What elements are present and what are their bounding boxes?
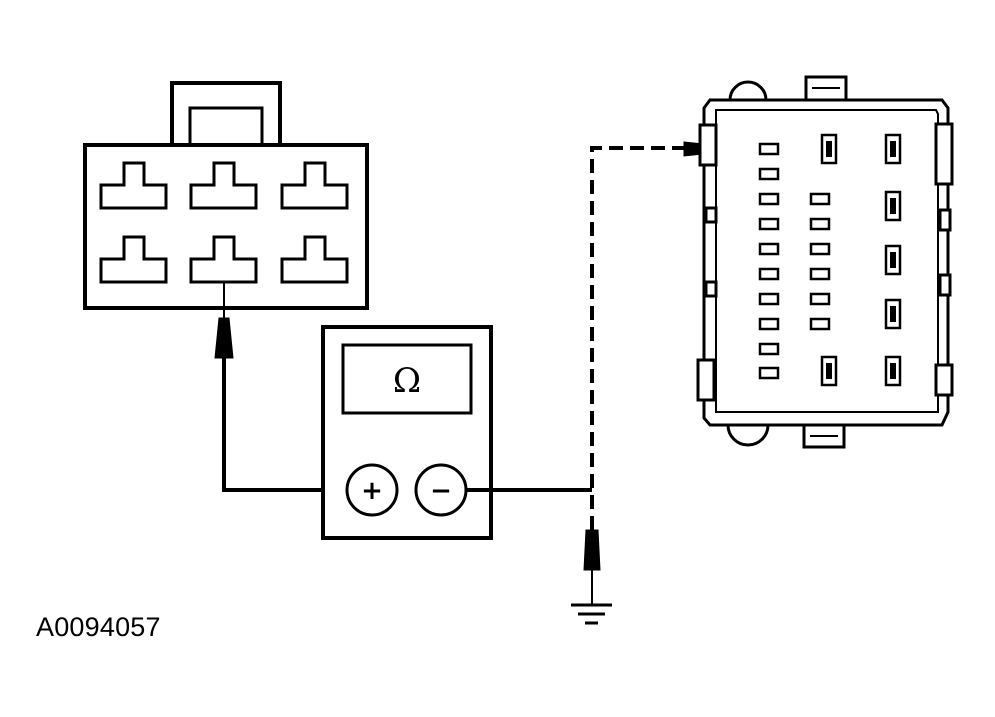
left-clip-bottom bbox=[696, 358, 716, 402]
multimeter: Ω + − bbox=[321, 325, 493, 540]
terminal-5 bbox=[189, 235, 258, 284]
negative-jack-label: − bbox=[430, 476, 452, 506]
positive-lead bbox=[214, 282, 347, 492]
right-clip-top bbox=[934, 122, 954, 186]
connector-terminals bbox=[99, 161, 349, 284]
positive-probe bbox=[214, 317, 234, 359]
terminal-1 bbox=[99, 161, 168, 210]
terminal-4 bbox=[99, 235, 168, 284]
module-pins-column-1 bbox=[758, 142, 780, 380]
positive-jack-label: + bbox=[361, 476, 383, 506]
negative-lead bbox=[466, 141, 760, 604]
top-ear-round bbox=[728, 80, 768, 102]
meter-display bbox=[341, 343, 473, 415]
terminal-6 bbox=[280, 235, 349, 284]
right-clip-bottom bbox=[934, 363, 954, 397]
connector-latch-slot bbox=[188, 106, 264, 147]
module-pins-column-3 bbox=[884, 133, 902, 387]
figure-id: A0094057 bbox=[36, 612, 161, 642]
left-clip-top bbox=[698, 123, 718, 167]
terminal-3 bbox=[280, 161, 349, 210]
ohm-symbol: Ω bbox=[393, 361, 421, 401]
terminal-2 bbox=[189, 161, 258, 210]
ground-symbol bbox=[571, 603, 612, 625]
positive-jack bbox=[345, 463, 399, 517]
ground-probe bbox=[583, 529, 601, 571]
dashed-lead-to-module bbox=[590, 146, 688, 530]
module-connector bbox=[696, 75, 954, 449]
module-pins-column-2 bbox=[809, 133, 838, 387]
bottom-ear-round bbox=[726, 423, 770, 447]
